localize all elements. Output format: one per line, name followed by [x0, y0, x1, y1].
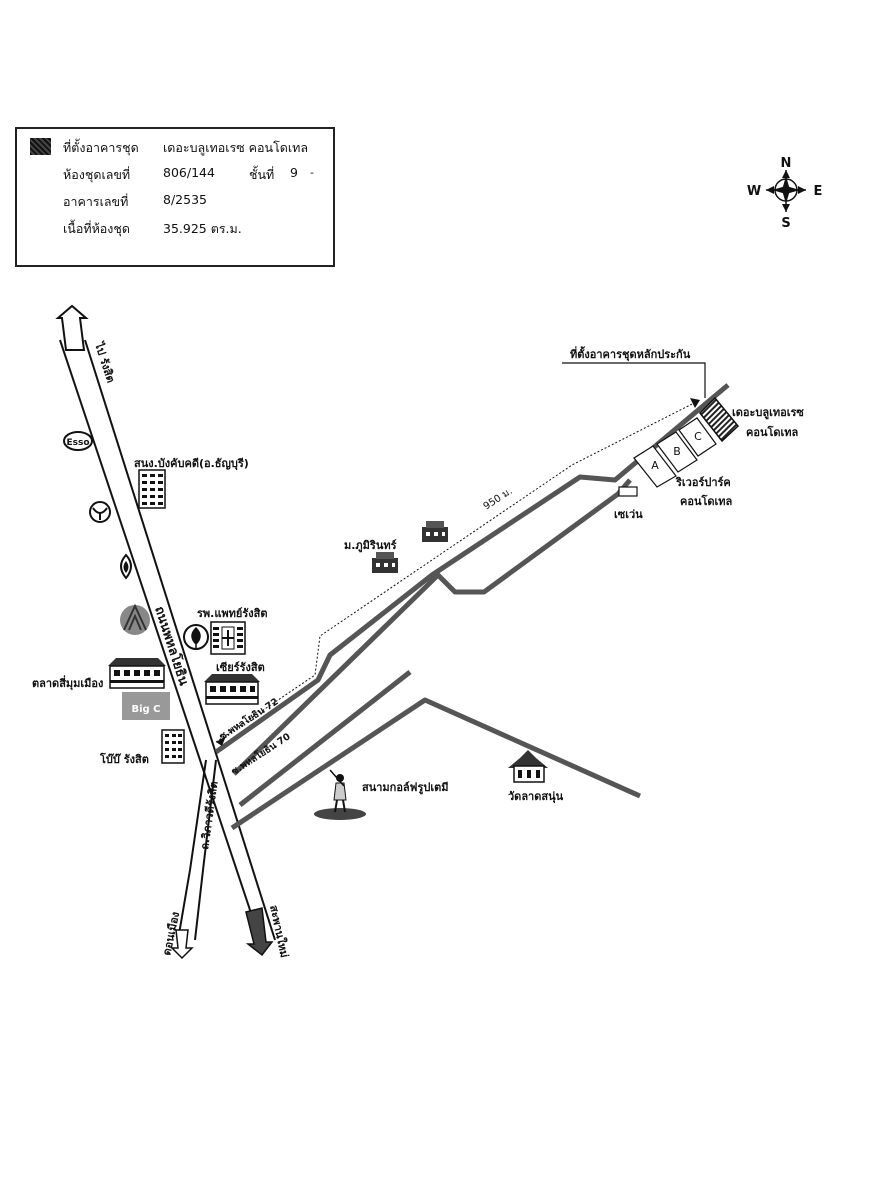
bobi-building-icon: [161, 729, 185, 764]
bldg-b: B: [673, 445, 681, 458]
to-rangsit-label: ไป รังสิต: [92, 339, 119, 385]
blue-terrace-building: [698, 396, 740, 443]
compass-s: S: [781, 216, 790, 231]
compass-w: W: [747, 184, 761, 199]
river-park-type: คอนโดเทล: [680, 494, 733, 508]
soi-roads: [214, 383, 730, 831]
compass-rose: N S E W: [747, 156, 823, 231]
site-value: เดอะบลูเทอเรซ คอนโดเทล: [163, 140, 309, 155]
big-c-logo: Big C: [122, 692, 170, 720]
to-donmueang-arrow: [170, 929, 194, 960]
compass-n: N: [781, 156, 792, 171]
market-building-icon: [108, 658, 166, 689]
site-swatch: [30, 138, 51, 155]
village-label: ม.ภูมิรินทร์: [344, 539, 397, 553]
land-office-building-icon: [138, 469, 166, 509]
floor-value: 9: [290, 165, 298, 180]
seven-eleven-icon: [618, 486, 638, 497]
village-house-icon: [422, 521, 448, 542]
hospital-building-icon: [210, 621, 246, 655]
golf-label: สนามกอล์ฟรูปเตมี: [362, 781, 449, 795]
golf-icon: [314, 769, 366, 820]
site-label: ที่ตั้งอาคารชุด: [63, 140, 139, 155]
floor-label: ชั้นที่: [249, 167, 275, 182]
tree-logo-icon: [183, 624, 209, 650]
vibhavadi-road: [177, 759, 217, 941]
hospital-label: รพ.แพทย์รังสิต: [197, 607, 268, 620]
temple-icon: [508, 750, 548, 783]
temple-label: วัดลาดสนุ่น: [508, 790, 564, 804]
distance-label: 950 ม.: [482, 486, 515, 513]
blue-terrace-type: คอนโดเทล: [746, 425, 799, 439]
river-park-name: ริเวอร์ปาร์ค: [675, 476, 731, 489]
bobi-label: โบ๊บ๊ รังสิต: [99, 752, 149, 766]
building-value: 8/2535: [163, 192, 207, 207]
big-c-text: Big C: [131, 704, 160, 715]
compass-e: E: [814, 184, 823, 199]
floor-dash: -: [310, 166, 314, 179]
route-dotted: [215, 399, 701, 743]
unit-label: ห้องชุดเลขที่: [63, 167, 131, 182]
scb-logo-icon: [120, 603, 150, 635]
esso-text: Esso: [66, 438, 89, 448]
building-label: อาคารเลขที่: [63, 194, 129, 209]
to-rangsit-arrow: [55, 304, 89, 351]
phahonyothin-road: [59, 339, 276, 941]
area-label: เนื้อที่ห้องชุด: [63, 221, 131, 236]
note-pointer: [562, 362, 706, 398]
esso-logo: Esso: [63, 431, 93, 451]
area-value: 35.925 ตร.ม.: [163, 221, 242, 236]
to-saphan-mai-arrow: [245, 907, 274, 957]
legend-box: ที่ตั้งอาคารชุด เดอะบลูเทอเรซ คอนโดเทล ห…: [15, 127, 335, 267]
to-saphan-mai-label: สะพานใหม่: [267, 904, 292, 959]
future-park-label: เซียร์รังสิต: [216, 661, 265, 674]
bank-logo-icon: [89, 501, 111, 523]
bldg-c: C: [694, 430, 702, 443]
river-park-buildings: [633, 417, 717, 488]
gas-station-logo-icon: [120, 553, 132, 580]
appraised-note: ที่ตั้งอาคารชุดหลักประกัน: [570, 346, 691, 362]
seven-eleven-label: เซเว่น: [614, 508, 643, 521]
land-office-label: สนง.บังคับคดี(อ.ธัญบุรี): [134, 457, 249, 471]
unit-value: 806/144: [163, 165, 215, 180]
future-park-building-icon: [204, 674, 260, 705]
village-house-icon-2: [372, 552, 398, 573]
market-label: ตลาดสี่มุมเมือง: [32, 675, 103, 691]
blue-terrace-name: เดอะบลูเทอเรซ: [732, 406, 804, 420]
bldg-a: A: [651, 459, 659, 472]
